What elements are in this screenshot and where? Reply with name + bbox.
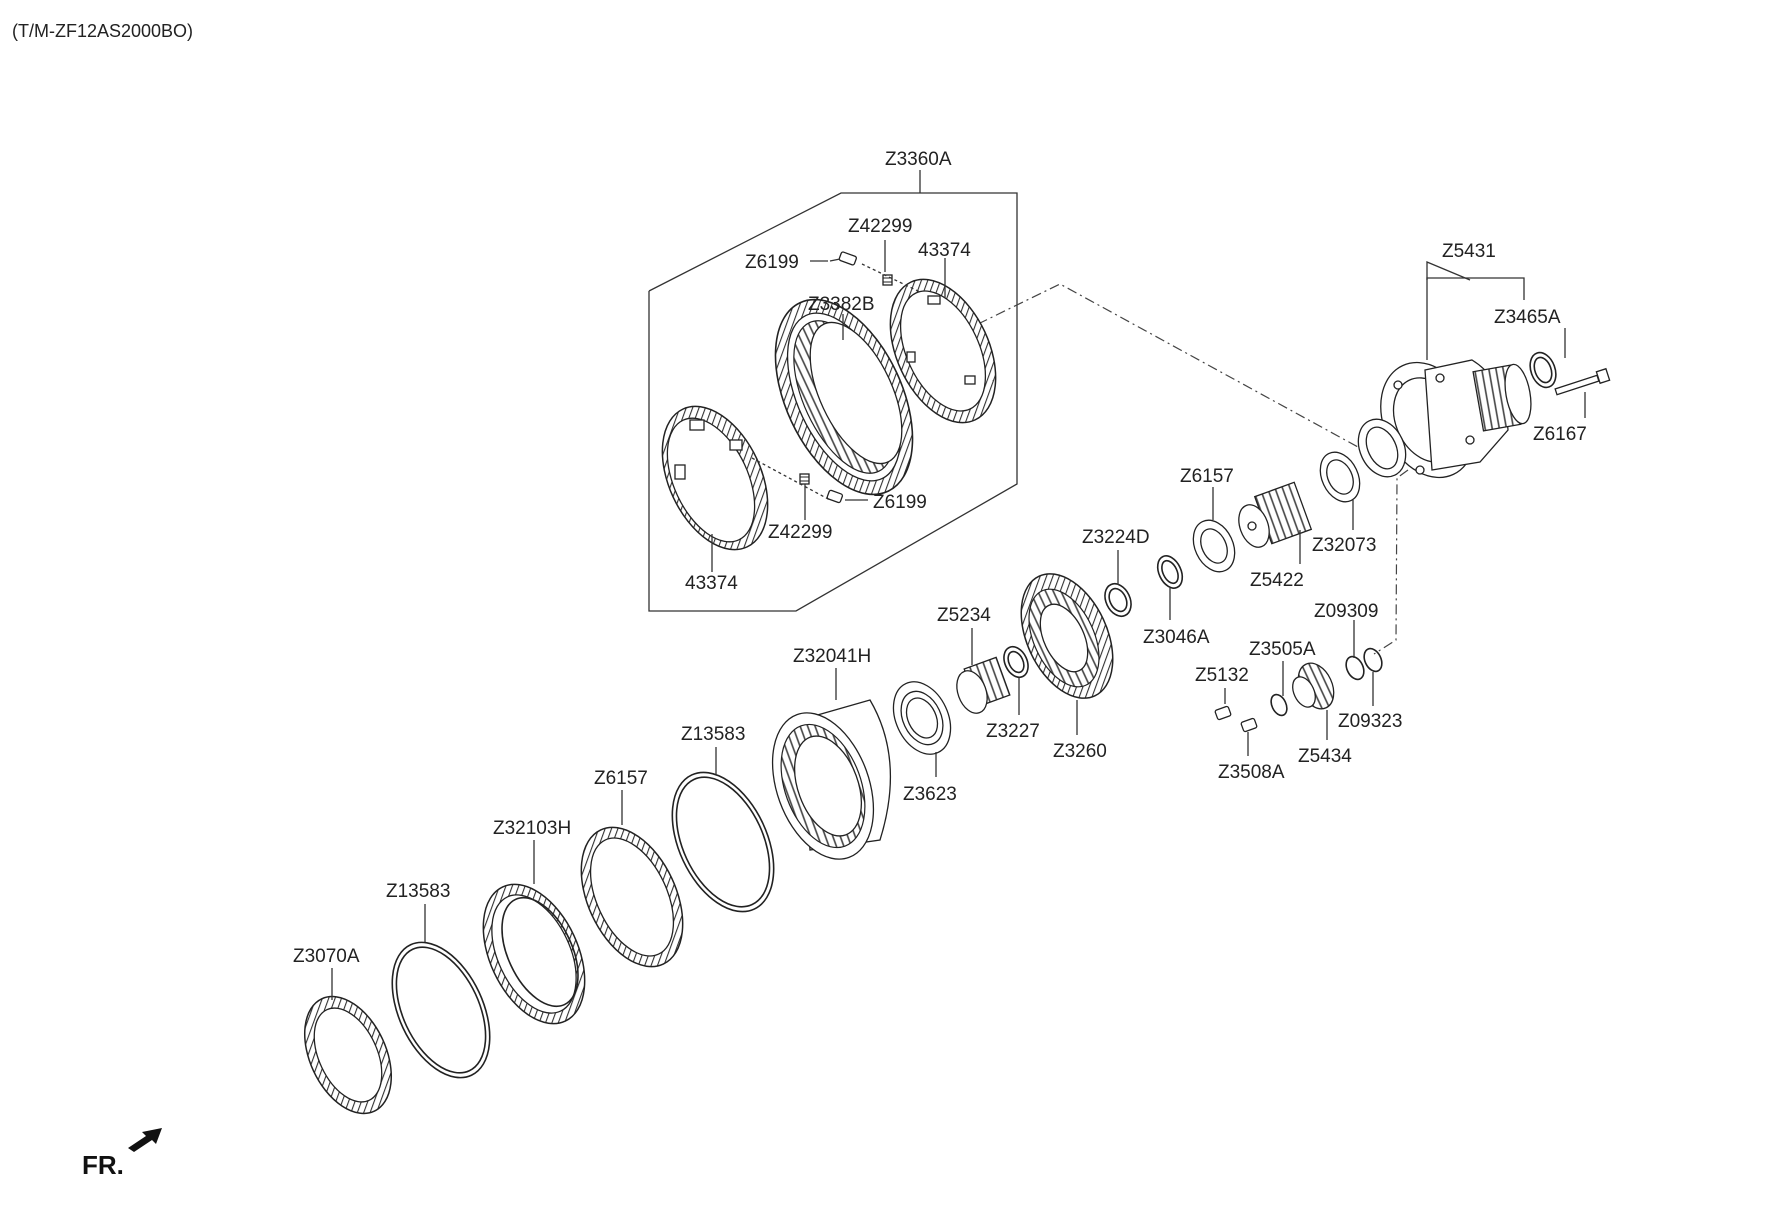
ring-z3224d	[1104, 582, 1132, 618]
pin-z6199-top	[829, 251, 857, 266]
label-z3465a: Z3465A	[1494, 307, 1561, 328]
part-labels: Z3360A Z42299 Z6199 43374 Z3382B Z6199 Z…	[293, 149, 1587, 967]
ring-z3465a	[1529, 351, 1557, 389]
pin-z6199-bottom	[826, 489, 844, 504]
snap-ring-z13583-lower	[391, 941, 491, 1079]
ring-z09323	[1363, 647, 1383, 673]
assembly-z3360a-bracket	[648, 170, 1018, 612]
label-z32103h: Z32103H	[493, 818, 571, 839]
pin-z5132	[1214, 705, 1232, 721]
gear-z32103h	[482, 883, 586, 1025]
label-z5434: Z5434	[1298, 746, 1352, 767]
front-marker-label: FR.	[82, 1150, 124, 1180]
label-z5132: Z5132	[1195, 665, 1249, 686]
ring-z3046a	[1156, 555, 1184, 589]
label-z6157-left: Z6157	[594, 768, 648, 789]
splined-shaft-z5422	[1238, 481, 1313, 548]
ring-z3505a	[1270, 693, 1288, 717]
label-z5422: Z5422	[1250, 570, 1304, 591]
gear-z3260	[1020, 573, 1114, 699]
label-z3360a: Z3360A	[885, 149, 952, 170]
label-z3070a: Z3070A	[293, 946, 360, 967]
leader-lines	[331, 240, 1586, 1000]
label-z3227: Z3227	[986, 721, 1040, 742]
bearing-z6157-right	[1192, 519, 1236, 573]
gear-z5434	[1292, 662, 1335, 710]
needle-bearing-z5234	[956, 656, 1011, 714]
planet-carrier-z5431	[1357, 359, 1532, 479]
label-z3046a: Z3046A	[1143, 627, 1210, 648]
bolt-z6167	[1554, 367, 1611, 396]
bearing-z32073	[1319, 451, 1361, 503]
gear-z6157-left	[580, 826, 684, 968]
synchro-ring-43374-top	[889, 278, 997, 424]
front-arrow-icon	[128, 1128, 162, 1152]
label-z5234: Z5234	[937, 605, 991, 626]
label-z09323: Z09323	[1338, 711, 1402, 732]
label-z6199-top: Z6199	[745, 252, 799, 273]
label-z09309: Z09309	[1314, 601, 1378, 622]
ring-z3227	[1003, 645, 1029, 679]
ring-z09309	[1345, 655, 1365, 681]
label-z3224d: Z3224D	[1082, 527, 1150, 548]
label-z3260: Z3260	[1053, 741, 1107, 762]
label-z6157-right: Z6157	[1180, 466, 1234, 487]
label-z3505a: Z3505A	[1249, 639, 1316, 660]
label-z32073: Z32073	[1312, 535, 1376, 556]
pin-z3508a	[1240, 717, 1258, 733]
label-z6199-bottom: Z6199	[873, 492, 927, 513]
assembly-centerline	[977, 283, 1409, 655]
label-z3508a: Z3508A	[1218, 762, 1285, 783]
label-z6167: Z6167	[1533, 424, 1587, 445]
gear-sleeve-z3382b	[774, 298, 914, 496]
synchro-ring-43374-bottom	[661, 405, 769, 551]
label-z5431: Z5431	[1442, 241, 1496, 262]
label-z3623: Z3623	[903, 784, 957, 805]
snap-ring-z13583-upper	[671, 771, 775, 913]
transmission-code: (T/M-ZF12AS2000BO)	[12, 21, 193, 41]
label-z13583-lower: Z13583	[386, 881, 450, 902]
label-z13583-upper: Z13583	[681, 724, 745, 745]
label-43374-top: 43374	[918, 240, 971, 261]
bearing-z3623	[892, 681, 952, 755]
label-z3382b: Z3382B	[808, 294, 875, 315]
gear-z3070a	[303, 995, 393, 1115]
label-z32041h: Z32041H	[793, 646, 871, 667]
label-z42299-top: Z42299	[848, 216, 912, 237]
ring-gear-z32041h	[771, 699, 892, 860]
label-z42299-bottom: Z42299	[768, 522, 832, 543]
label-43374-bottom: 43374	[685, 573, 738, 594]
spring-z42299-top	[861, 263, 921, 293]
